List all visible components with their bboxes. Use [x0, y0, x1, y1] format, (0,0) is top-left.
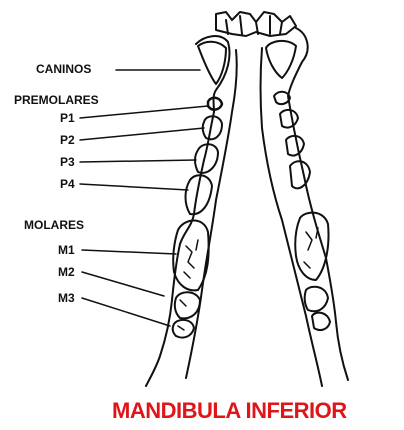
- label-p2: P2: [60, 133, 75, 147]
- incisors: [216, 12, 296, 36]
- label-m2: M2: [58, 265, 75, 279]
- label-m1: M1: [58, 243, 75, 257]
- label-p3: P3: [60, 155, 75, 169]
- leader-lines: [80, 70, 208, 326]
- left-canine: [198, 42, 226, 84]
- label-m3: M3: [58, 291, 75, 305]
- left-mandible: [146, 36, 237, 386]
- leader-p4: [80, 184, 188, 190]
- label-p4: P4: [60, 177, 75, 191]
- label-premolares: PREMOLARES: [14, 93, 99, 107]
- leader-m3: [82, 298, 170, 326]
- label-molares: MOLARES: [24, 218, 84, 232]
- leader-p1: [80, 106, 208, 118]
- right-canine: [266, 41, 296, 78]
- leader-p3: [80, 160, 196, 162]
- label-caninos: CANINOS: [36, 62, 91, 76]
- leader-p2: [80, 128, 204, 140]
- leader-m1: [82, 250, 176, 254]
- leader-m2: [82, 272, 164, 296]
- diagram-title: MANDIBULA INFERIOR: [112, 398, 347, 424]
- label-p1: P1: [60, 111, 75, 125]
- left-p1: [208, 98, 222, 110]
- left-m2: [175, 292, 200, 318]
- right-mandible: [261, 28, 349, 386]
